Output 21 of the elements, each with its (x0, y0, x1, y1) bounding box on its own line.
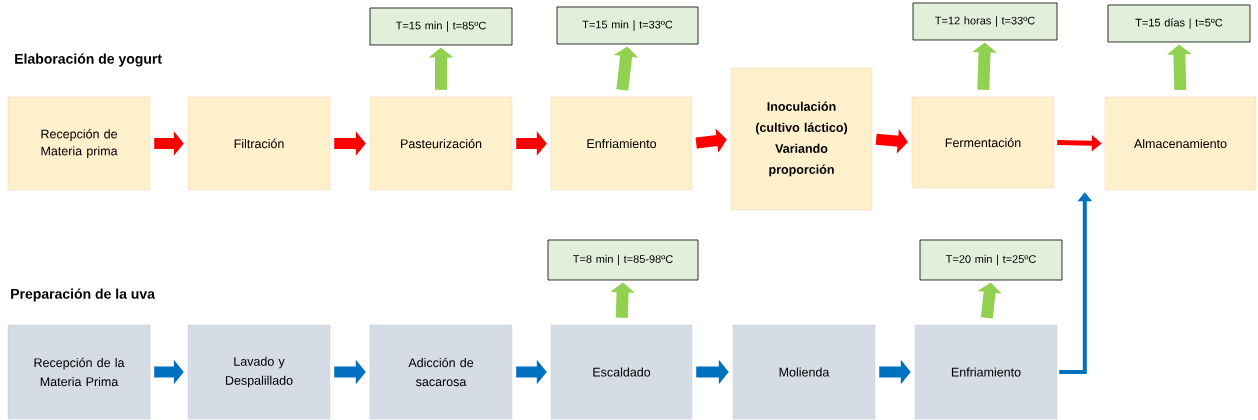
process-box: Escaldado (550, 324, 693, 420)
condition-box: T=12 horas | t=33ºC (912, 2, 1058, 41)
process-box: Fermentación (911, 96, 1055, 189)
process-box: Filtración (187, 96, 331, 191)
process-box: Inoculación (cultivo láctico) Variando proporción (730, 67, 873, 211)
section-heading: Elaboración de yogurt (15, 53, 162, 67)
process-box: Molienda (732, 324, 876, 420)
process-box: Recepción de Materia prima (7, 96, 151, 191)
condition-box: T=8 min | t=85-98ºC (547, 239, 699, 281)
condition-box: T=15 días | t=5ºC (1107, 4, 1251, 43)
condition-box: T=15 min | t=33ºC (556, 6, 699, 45)
process-box: Lavado y Despalillado (187, 324, 331, 420)
process-box: Adicción de sacarosa (369, 324, 513, 420)
condition-box: T=20 min | t=25ºC (919, 239, 1063, 281)
process-box: Recepción de la Materia Prima (7, 324, 151, 420)
process-box: Pasteurización (369, 96, 513, 191)
process-box: Enfriamiento (914, 324, 1058, 420)
section-heading: Preparación de la uva (11, 288, 155, 302)
condition-box: T=15 min | t=85ºC (369, 7, 513, 46)
process-box: Enfriamiento (550, 96, 693, 191)
process-box: Almacenamiento (1104, 96, 1257, 191)
